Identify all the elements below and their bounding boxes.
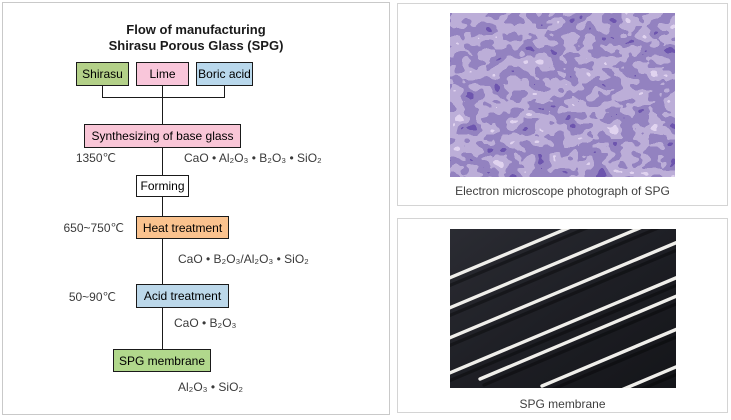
step-box-heat-treatment: Heat treatment <box>136 216 229 239</box>
step-box-spg-membrane: SPG membrane <box>113 349 211 372</box>
step-box-forming: Forming <box>136 175 189 197</box>
connector-line-2 <box>162 148 163 175</box>
formula-base-glass: CaO • Al₂O₃ • B₂O₃ • SiO₂ <box>184 151 322 165</box>
formula-final: Al₂O₃ • SiO₂ <box>178 380 244 394</box>
electron-microscope-photo <box>450 13 675 177</box>
input-label-boric-acid: Boric acid <box>198 67 251 81</box>
connector-stub-shirasu <box>102 86 103 98</box>
step-box-acid-treatment: Acid treatment <box>136 284 229 308</box>
input-box-shirasu: Shirasu <box>76 62 129 86</box>
connector-line-5 <box>162 308 163 349</box>
connector-stub-lime <box>162 86 163 98</box>
flowchart-title-line2: Shirasu Porous Glass (SPG) <box>108 38 284 53</box>
temperature-label-650-750: 650~750℃ <box>63 221 124 235</box>
connector-line-4 <box>162 239 163 284</box>
step-label-heat-treatment: Heat treatment <box>142 220 223 235</box>
step-label-forming: Forming <box>140 179 185 193</box>
input-label-lime: Lime <box>149 67 176 81</box>
flowchart-title: Flow of manufacturing Shirasu Porous Gla… <box>3 22 389 54</box>
temperature-label-50-90: 50~90℃ <box>68 290 116 304</box>
input-box-lime: Lime <box>136 62 189 86</box>
formula-after-acid: CaO • B₂O₃ <box>174 316 237 330</box>
connector-line-3 <box>162 197 163 216</box>
connector-join-line <box>102 97 225 98</box>
flowchart-panel: Flow of manufacturing Shirasu Porous Gla… <box>2 2 390 415</box>
photo-caption: SPG membrane <box>519 397 606 411</box>
connector-line-1 <box>162 97 163 124</box>
flowchart-title-line1: Flow of manufacturing <box>126 22 266 37</box>
input-box-boric-acid: Boric acid <box>196 62 253 86</box>
spg-membrane-photo <box>449 229 676 388</box>
photo-card-electron-microscope: Electron microscope photograph of SPG <box>397 3 728 206</box>
step-label-spg-membrane: SPG membrane <box>118 353 206 368</box>
temperature-label-1350: 1350℃ <box>75 151 116 165</box>
input-label-shirasu: Shirasu <box>82 67 123 81</box>
step-box-synthesizing: Synthesizing of base glass <box>84 124 241 148</box>
step-label-synthesizing: Synthesizing of base glass <box>91 129 234 143</box>
photo-card-spg-membrane: SPG membrane <box>397 218 728 413</box>
photo-caption: Electron microscope photograph of SPG <box>455 184 670 198</box>
formula-after-heat: CaO • B₂O₃/Al₂O₃ • SiO₂ <box>178 252 309 266</box>
step-label-acid-treatment: Acid treatment <box>143 289 222 303</box>
connector-stub-boric-acid <box>224 86 225 98</box>
